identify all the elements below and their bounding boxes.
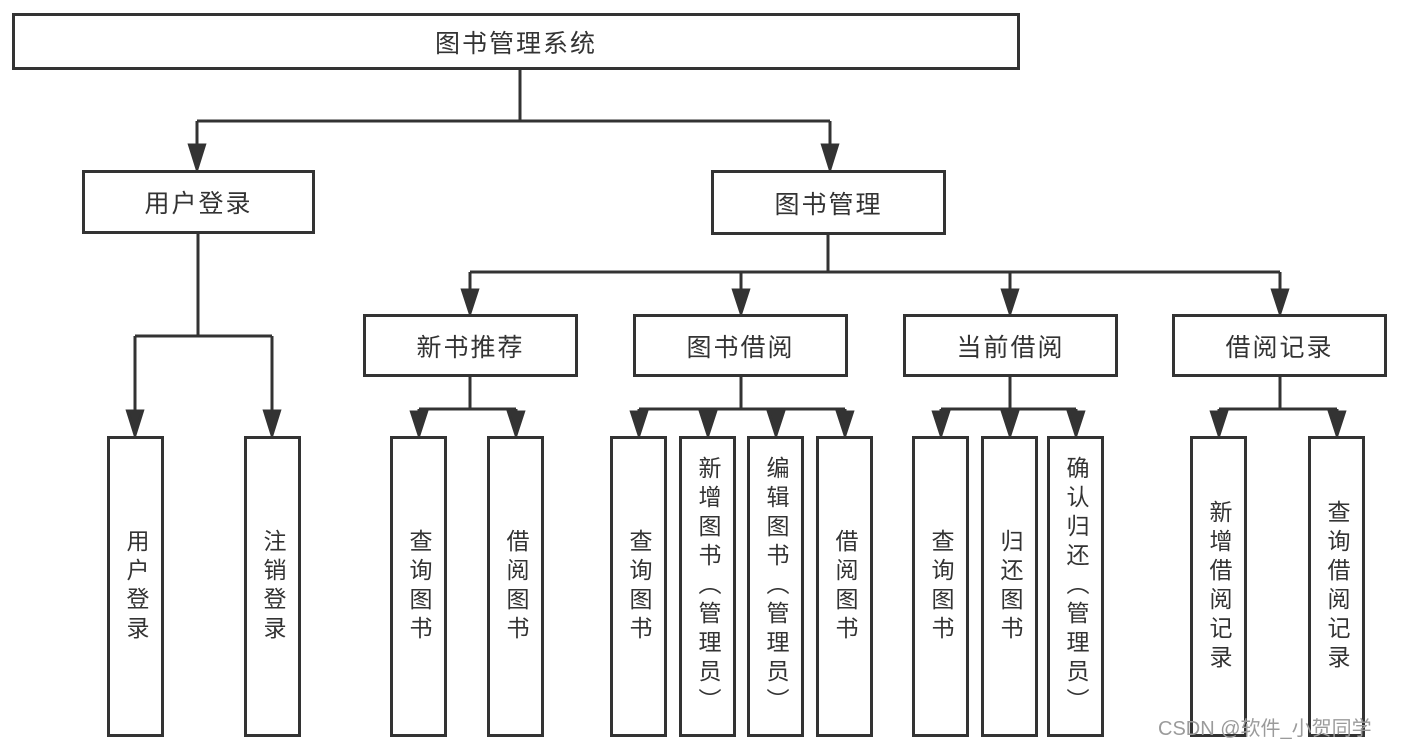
node-label: 图书管理系统 (434, 29, 597, 58)
node-label: 注销登录 (260, 528, 286, 645)
node-current-borrowing: 当前借阅 (903, 314, 1118, 377)
node-label: 查询借阅记录 (1324, 499, 1350, 674)
watermark: CSDN @软件_小贺同学 (1158, 718, 1372, 740)
node-logout-action: 注销登录 (244, 436, 301, 737)
node-label: 编辑图书（管理员） (763, 456, 789, 717)
node-cb-query-books: 查询图书 (912, 436, 969, 737)
node-label: 查询图书 (626, 528, 652, 645)
node-label: 用户登录 (144, 190, 253, 218)
connector-root (187, 70, 840, 175)
node-new-book-recommendation: 新书推荐 (363, 314, 578, 377)
node-br-add-borrow-record: 新增借阅记录 (1190, 436, 1247, 737)
node-label: 图书管理 (774, 190, 883, 219)
node-label: 查询图书 (928, 528, 954, 645)
connector-book-borrowing (629, 377, 855, 440)
node-label: 借阅记录 (1225, 333, 1334, 362)
node-label: 图书借阅 (686, 333, 795, 362)
node-label: 用户登录 (123, 528, 149, 645)
node-label: 当前借阅 (956, 333, 1065, 362)
node-label: 借阅图书 (503, 528, 529, 645)
node-borrowing-records: 借阅记录 (1172, 314, 1387, 377)
node-nbr-query-books: 查询图书 (390, 436, 447, 737)
node-bb-edit-book-admin: 编辑图书（管理员） (747, 436, 804, 737)
node-user-login-action: 用户登录 (107, 436, 164, 737)
node-label: 归还图书 (997, 528, 1023, 645)
node-label: 新增借阅记录 (1206, 499, 1232, 674)
node-cb-confirm-return-admin: 确认归还（管理员） (1047, 436, 1104, 737)
node-label: 确认归还（管理员） (1063, 456, 1089, 717)
node-book-management: 图书管理 (711, 170, 946, 235)
connector-borrowing-records (1209, 377, 1347, 440)
node-label: 新增图书（管理员） (695, 456, 721, 717)
node-book-borrowing: 图书借阅 (633, 314, 848, 377)
connector-new-book-recommendation (409, 377, 526, 440)
node-label: 借阅图书 (832, 528, 858, 645)
connector-current-borrowing (931, 377, 1086, 440)
node-bb-add-book-admin: 新增图书（管理员） (679, 436, 736, 737)
node-bb-borrow-books: 借阅图书 (816, 436, 873, 737)
node-br-query-borrow-record: 查询借阅记录 (1308, 436, 1365, 737)
node-library-management-system: 图书管理系统 (12, 13, 1020, 70)
node-user-login: 用户登录 (82, 170, 315, 234)
node-label: 查询图书 (406, 528, 432, 645)
connector-book-management (460, 235, 1290, 318)
node-cb-return-books: 归还图书 (981, 436, 1038, 737)
node-bb-query-books: 查询图书 (610, 436, 667, 737)
node-label: 新书推荐 (416, 333, 525, 362)
connector-user-login (125, 234, 282, 441)
node-nbr-borrow-books: 借阅图书 (487, 436, 544, 737)
